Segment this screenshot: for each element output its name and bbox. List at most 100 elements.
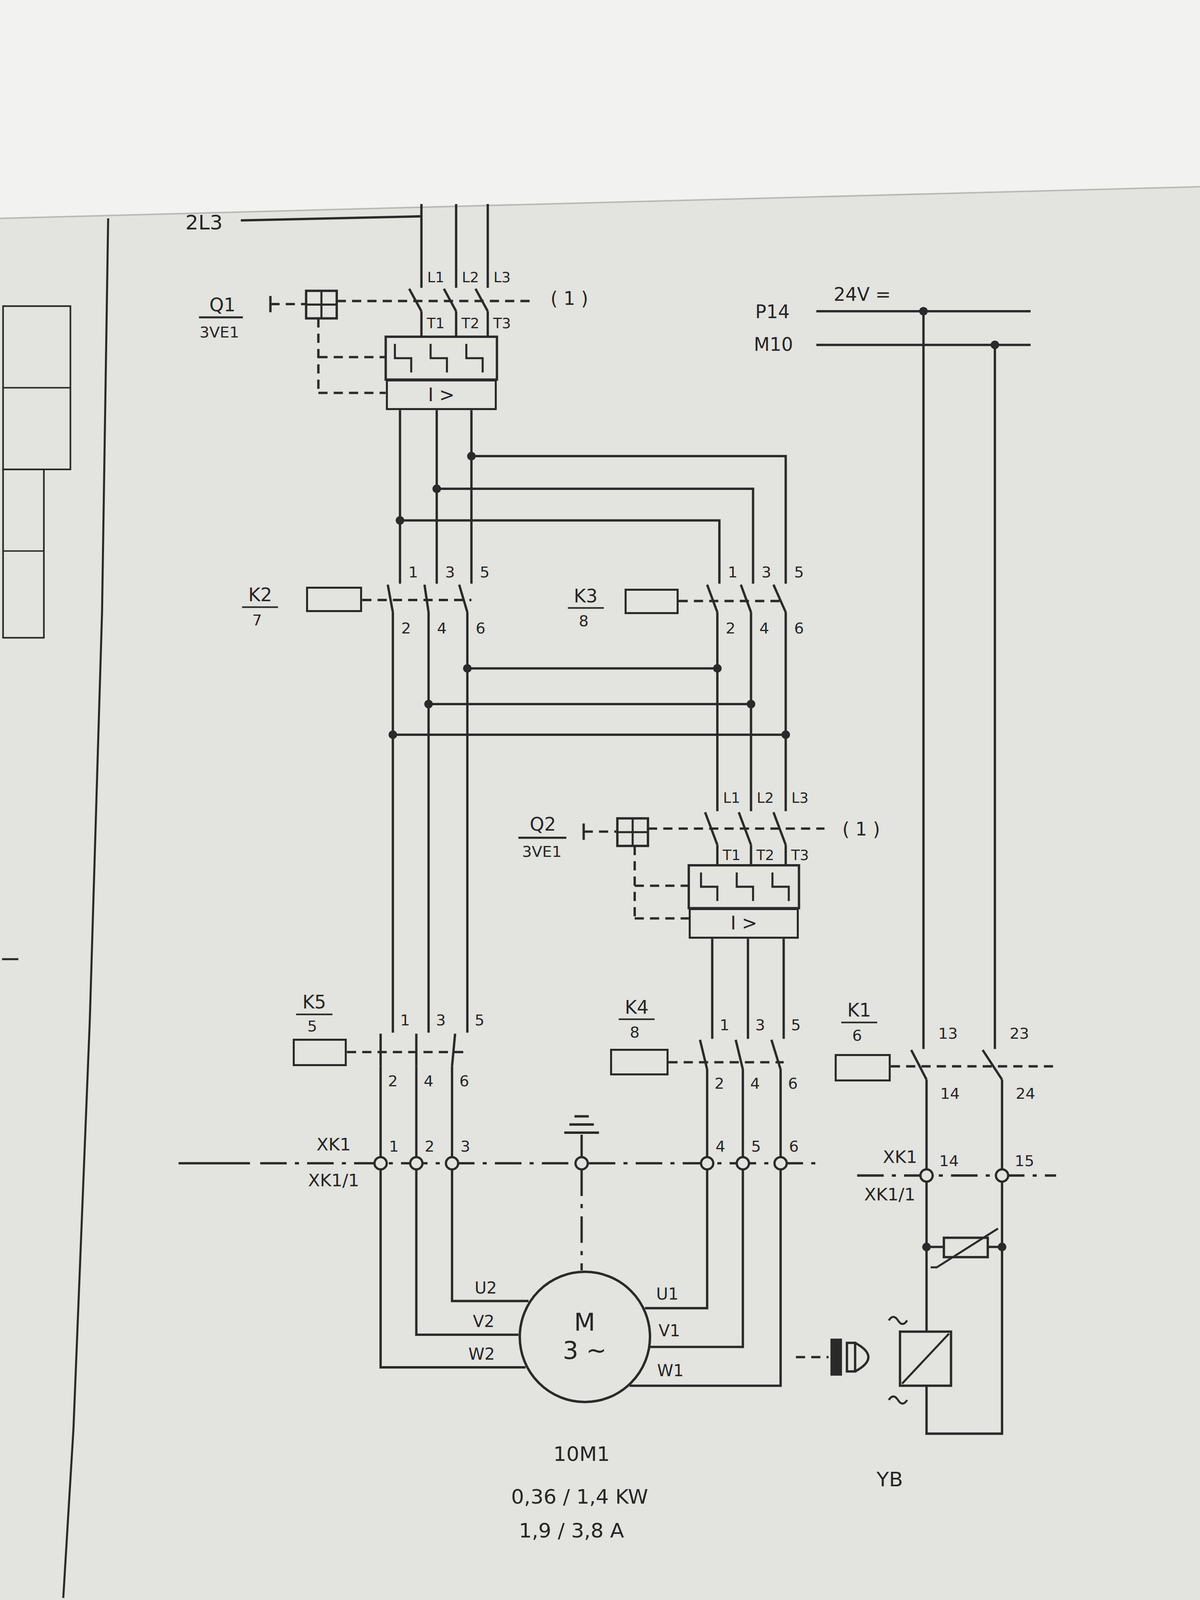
motor-symbol: M3 ~ xyxy=(518,1270,652,1404)
connector-line xyxy=(178,1162,250,1165)
handle-symbol xyxy=(306,290,337,319)
wire xyxy=(436,488,753,584)
terminal-name: L3 xyxy=(493,270,511,285)
wire xyxy=(650,1069,743,1347)
terminal-symbol xyxy=(736,1157,749,1170)
mechanical-link xyxy=(633,845,636,919)
contact-number: 2 xyxy=(725,620,736,637)
wire xyxy=(716,612,719,811)
winding-terminal: V1 xyxy=(658,1322,680,1339)
mechanical-link xyxy=(795,1356,829,1359)
thermal-trip-symbol xyxy=(772,872,789,902)
terminal-name: T3 xyxy=(493,316,511,331)
terminal-name: T3 xyxy=(791,847,809,863)
wire xyxy=(750,612,753,811)
contact-number: 23 xyxy=(1009,1026,1030,1042)
contactor-coil: K16 xyxy=(834,1054,891,1082)
contact-number: 4 xyxy=(437,620,447,637)
terminal-number: 14 xyxy=(939,1153,959,1169)
overload-release: I > xyxy=(385,379,498,411)
terminal-number: 6 xyxy=(789,1139,799,1155)
contact-number: 5 xyxy=(474,1012,485,1029)
winding-terminal: U1 xyxy=(656,1285,679,1303)
terminal-symbol xyxy=(410,1157,423,1170)
wire xyxy=(486,311,490,337)
terminal-name: T2 xyxy=(461,316,480,331)
earth-line xyxy=(580,1169,584,1271)
wire xyxy=(784,844,788,866)
motor-text: 3 ~ xyxy=(562,1336,607,1365)
connector-name: XK1/1 xyxy=(864,1186,916,1204)
wire xyxy=(400,520,720,584)
junction-dot xyxy=(395,516,405,525)
coil-tag: K4 xyxy=(618,997,655,1021)
wire xyxy=(240,216,421,221)
terminal-symbol xyxy=(995,1169,1009,1182)
contact-blade xyxy=(424,584,429,613)
mechanical-link xyxy=(634,884,689,888)
wire xyxy=(782,938,786,1039)
device-tag: Q1 xyxy=(209,295,236,315)
motor-text: M xyxy=(574,1308,596,1337)
junction-dot xyxy=(467,452,476,461)
earth-symbol xyxy=(564,1131,599,1134)
device-tag: Q2 xyxy=(529,815,557,834)
ac-symbol xyxy=(888,1396,908,1404)
wire xyxy=(427,612,430,1033)
contact-blade xyxy=(707,584,718,613)
handle-symbol xyxy=(306,303,337,306)
wire xyxy=(926,1079,1003,1434)
terminal-number: 3 xyxy=(460,1139,471,1155)
handle-symbol xyxy=(617,831,648,834)
wire xyxy=(486,204,490,288)
page-reference: 6 xyxy=(852,1028,863,1044)
brake-symbol xyxy=(846,1342,855,1372)
junction-dot xyxy=(746,699,756,709)
margin-frame xyxy=(3,550,44,553)
terminal-name: L3 xyxy=(791,790,809,805)
coil-tag: K1 xyxy=(841,1001,878,1024)
terminal-number: 4 xyxy=(715,1139,726,1155)
earth-symbol xyxy=(569,1123,594,1126)
junction-dot xyxy=(388,730,398,739)
margin-frame xyxy=(3,387,71,389)
release-text: I > xyxy=(730,914,758,933)
breaker-body xyxy=(385,336,498,380)
contact-number: 1 xyxy=(719,1017,730,1034)
connector-name: XK1 xyxy=(316,1136,351,1154)
terminal-number: 2 xyxy=(424,1139,435,1155)
contact-blade xyxy=(740,584,751,613)
mechanical-link xyxy=(634,917,689,920)
contact-number: 5 xyxy=(793,564,804,581)
breaker-body xyxy=(688,865,799,909)
contact-number: 2 xyxy=(387,1073,398,1090)
wire xyxy=(922,311,925,1050)
brake-coil-symbol xyxy=(902,1333,949,1384)
contact-blade xyxy=(700,1039,708,1070)
contact-blade xyxy=(459,584,468,613)
page-reference: 8 xyxy=(578,613,589,630)
winding-terminal: W1 xyxy=(657,1362,684,1379)
terminal-symbol xyxy=(774,1157,787,1170)
contact-number: 6 xyxy=(475,620,486,637)
contact-blade xyxy=(771,1039,781,1070)
wire xyxy=(466,612,469,1033)
contact-number: 2 xyxy=(714,1076,725,1092)
terminal-name: L2 xyxy=(461,270,479,285)
junction-dot xyxy=(462,664,472,673)
wire xyxy=(467,667,718,670)
sheet-edge xyxy=(0,186,1200,219)
thermal-trip-symbol xyxy=(701,872,718,902)
terminal-name: T2 xyxy=(756,847,775,863)
page-reference: 5 xyxy=(307,1018,317,1035)
motor-current: 1,9 / 3,8 A xyxy=(518,1520,625,1542)
contact-number: 6 xyxy=(793,620,804,637)
ac-symbol xyxy=(888,1316,908,1325)
mechanical-link xyxy=(362,598,472,602)
junction-dot xyxy=(712,664,722,673)
junction-dot xyxy=(432,484,441,494)
contact-number: 4 xyxy=(759,620,769,637)
terminal-name: L1 xyxy=(722,790,740,805)
line-name: 2L3 xyxy=(185,212,223,233)
contact-number: 3 xyxy=(761,564,771,581)
